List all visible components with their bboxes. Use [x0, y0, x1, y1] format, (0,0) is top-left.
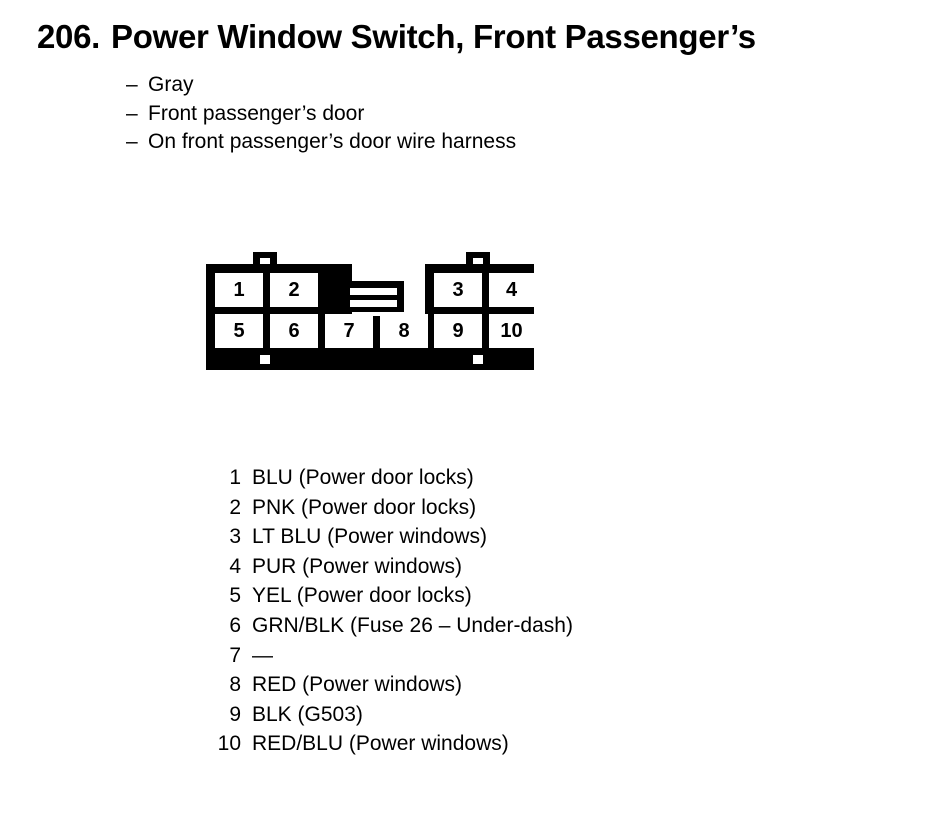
- pin-legend-row: 5 YEL (Power door locks): [213, 581, 573, 611]
- pin-legend-row: 3 LT BLU (Power windows): [213, 522, 573, 552]
- pin-legend-number: 2: [229, 495, 241, 519]
- page-title-number: 206.: [37, 18, 101, 55]
- description-item-label: Gray: [148, 73, 194, 96]
- pin-legend-description: PNK (Power door locks): [252, 495, 477, 519]
- dash-marker: –: [126, 101, 138, 125]
- pin-legend-row: 7—: [213, 641, 573, 671]
- pin-legend-number: 6: [229, 613, 241, 637]
- pin-legend-description: PUR (Power windows): [252, 554, 463, 578]
- pin-legend-description: RED (Power windows): [252, 673, 463, 697]
- pin-legend-number: 9: [229, 702, 241, 726]
- keyway-slot: [350, 300, 397, 307]
- pin-cell-3: 3: [434, 273, 482, 307]
- dash-marker: –: [126, 130, 138, 153]
- dash-marker: –: [126, 73, 138, 96]
- pin-cell-10: 10: [489, 314, 534, 348]
- pin-legend-description: BLU (Power door locks): [252, 466, 474, 489]
- description-item-label: Front passenger’s door: [148, 101, 365, 125]
- pin-cell-9: 9: [434, 314, 482, 348]
- pin-legend-description: YEL (Power door locks): [252, 584, 472, 608]
- pin-cell-2: 2: [270, 273, 318, 307]
- connector-diagram: 1 2 3 4 5 6 7 8 9 10: [206, 252, 534, 370]
- pin-legend-description: LT BLU (Power windows): [252, 525, 487, 549]
- pin-legend-row: 9 BLK (G503): [213, 700, 573, 730]
- description-item: –Gray: [126, 71, 516, 100]
- pin-cell-6: 6: [270, 314, 318, 348]
- pin-legend-description: —: [252, 643, 273, 667]
- pin-legend-number: 1: [229, 466, 241, 489]
- pin-legend-number: 4: [229, 554, 241, 578]
- pin-cell-5: 5: [215, 314, 263, 348]
- description-item: –Front passenger’s door: [126, 100, 516, 129]
- pin-cell-8: 8: [380, 314, 428, 348]
- pin-cell-4: 4: [489, 273, 534, 307]
- connector-keyway-notch: [343, 281, 404, 312]
- pin-legend-description: BLK (G503): [252, 702, 363, 726]
- pin-legend-description: GRN/BLK (Fuse 26 – Under-dash): [252, 613, 573, 637]
- pin-legend-row: 6 GRN/BLK (Fuse 26 – Under-dash): [213, 611, 573, 641]
- locking-tab-bottom-left: [253, 351, 277, 370]
- description-list: –Gray –Front passenger’s door –On front …: [126, 71, 516, 157]
- pin-legend-description: RED/BLU (Power windows): [252, 732, 509, 756]
- pin-legend-row: 10 RED/BLU (Power windows): [213, 729, 573, 759]
- description-item: –On front passenger’s door wire harness: [126, 128, 516, 157]
- pin-legend-list: 1 BLU (Power door locks) 2 PNK (Power door…: [213, 463, 573, 759]
- pin-legend-number: 3: [229, 525, 241, 549]
- pin-cell-1: 1: [215, 273, 263, 307]
- locking-tab-bottom-right: [466, 351, 490, 370]
- keyway-slot: [350, 288, 397, 295]
- pin-legend-row: 2 PNK (Power door locks): [213, 493, 573, 523]
- page-title-text: Power Window Switch, Front Passenger’s: [111, 18, 756, 55]
- pin-legend-row: 8 RED (Power windows): [213, 670, 573, 700]
- pin-legend-row: 4 PUR (Power windows): [213, 552, 573, 582]
- pin-legend-number: 7: [229, 643, 241, 667]
- pin-cell-7: 7: [325, 314, 373, 348]
- page-title: 206. Power Window Switch, Front Passenger…: [37, 20, 756, 53]
- pin-legend-number: 10: [217, 732, 241, 756]
- pin-legend-row: 1 BLU (Power door locks): [213, 463, 573, 493]
- pin-legend-number: 8: [229, 673, 241, 697]
- pin-legend-number: 5: [229, 584, 241, 608]
- description-item-label: On front passenger’s door wire harness: [148, 130, 517, 153]
